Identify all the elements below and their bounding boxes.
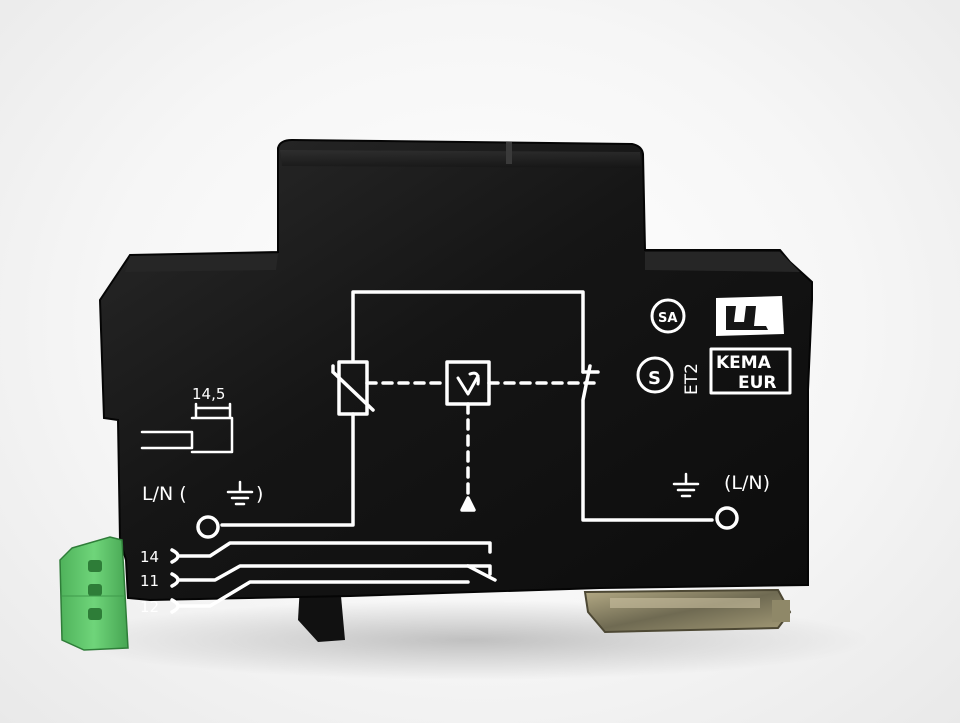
contact-bubble-12 xyxy=(170,598,180,614)
housing-foot xyxy=(298,585,345,642)
arrow-up xyxy=(460,496,476,512)
strip-length-label: 14,5 xyxy=(192,385,225,403)
left-terminal-label: L/N ( xyxy=(142,483,187,505)
varistor-diagonal xyxy=(331,364,375,412)
right-terminal-circle xyxy=(715,506,739,530)
strip-diagram xyxy=(140,402,234,454)
left-shoulder xyxy=(125,254,278,272)
monitor-symbol xyxy=(456,371,480,396)
csa-mark-label: SA xyxy=(658,311,677,326)
et2-label: ET2 xyxy=(682,363,702,395)
ground-symbol-left xyxy=(226,480,254,506)
housing-body xyxy=(98,138,813,602)
top-conductor xyxy=(351,290,585,374)
right-shoulder xyxy=(645,252,800,272)
printed-labels: 14,5 L/N ( ) (L/N) 14 11 12 SA S ET2 KEM… xyxy=(140,311,777,616)
contact-label-11: 11 xyxy=(140,572,159,590)
contact-line-14 xyxy=(178,541,492,558)
contact-label-14: 14 xyxy=(140,548,159,566)
s-plus-mark-icon xyxy=(636,356,674,394)
din-rail-clip xyxy=(583,588,792,634)
contact-label-12: 12 xyxy=(140,598,159,616)
printed-schematic xyxy=(140,290,792,614)
left-conductor xyxy=(220,412,355,527)
contact-switch-blade xyxy=(466,564,497,582)
top-notch xyxy=(506,142,512,164)
contact-bubble-14 xyxy=(170,548,180,564)
s-plus-mark-label: S xyxy=(648,368,661,389)
kema-mark-box xyxy=(709,347,792,395)
left-terminal-label-close: ) xyxy=(256,483,263,505)
ground-symbol-right xyxy=(672,472,700,498)
left-terminal-circle xyxy=(196,515,220,539)
kema-label-bottom: EUR xyxy=(738,373,777,393)
contact-line-11 xyxy=(178,564,492,582)
housing-top-tab xyxy=(280,150,642,168)
contact-line-12 xyxy=(178,580,470,608)
kema-label-top: KEMA xyxy=(716,353,772,373)
ul-mark-icon xyxy=(716,296,784,336)
right-terminal-label: (L/N) xyxy=(724,472,770,494)
csa-mark-icon xyxy=(650,298,686,334)
green-terminal-block xyxy=(59,536,129,651)
contact-bubble-11 xyxy=(170,572,180,588)
